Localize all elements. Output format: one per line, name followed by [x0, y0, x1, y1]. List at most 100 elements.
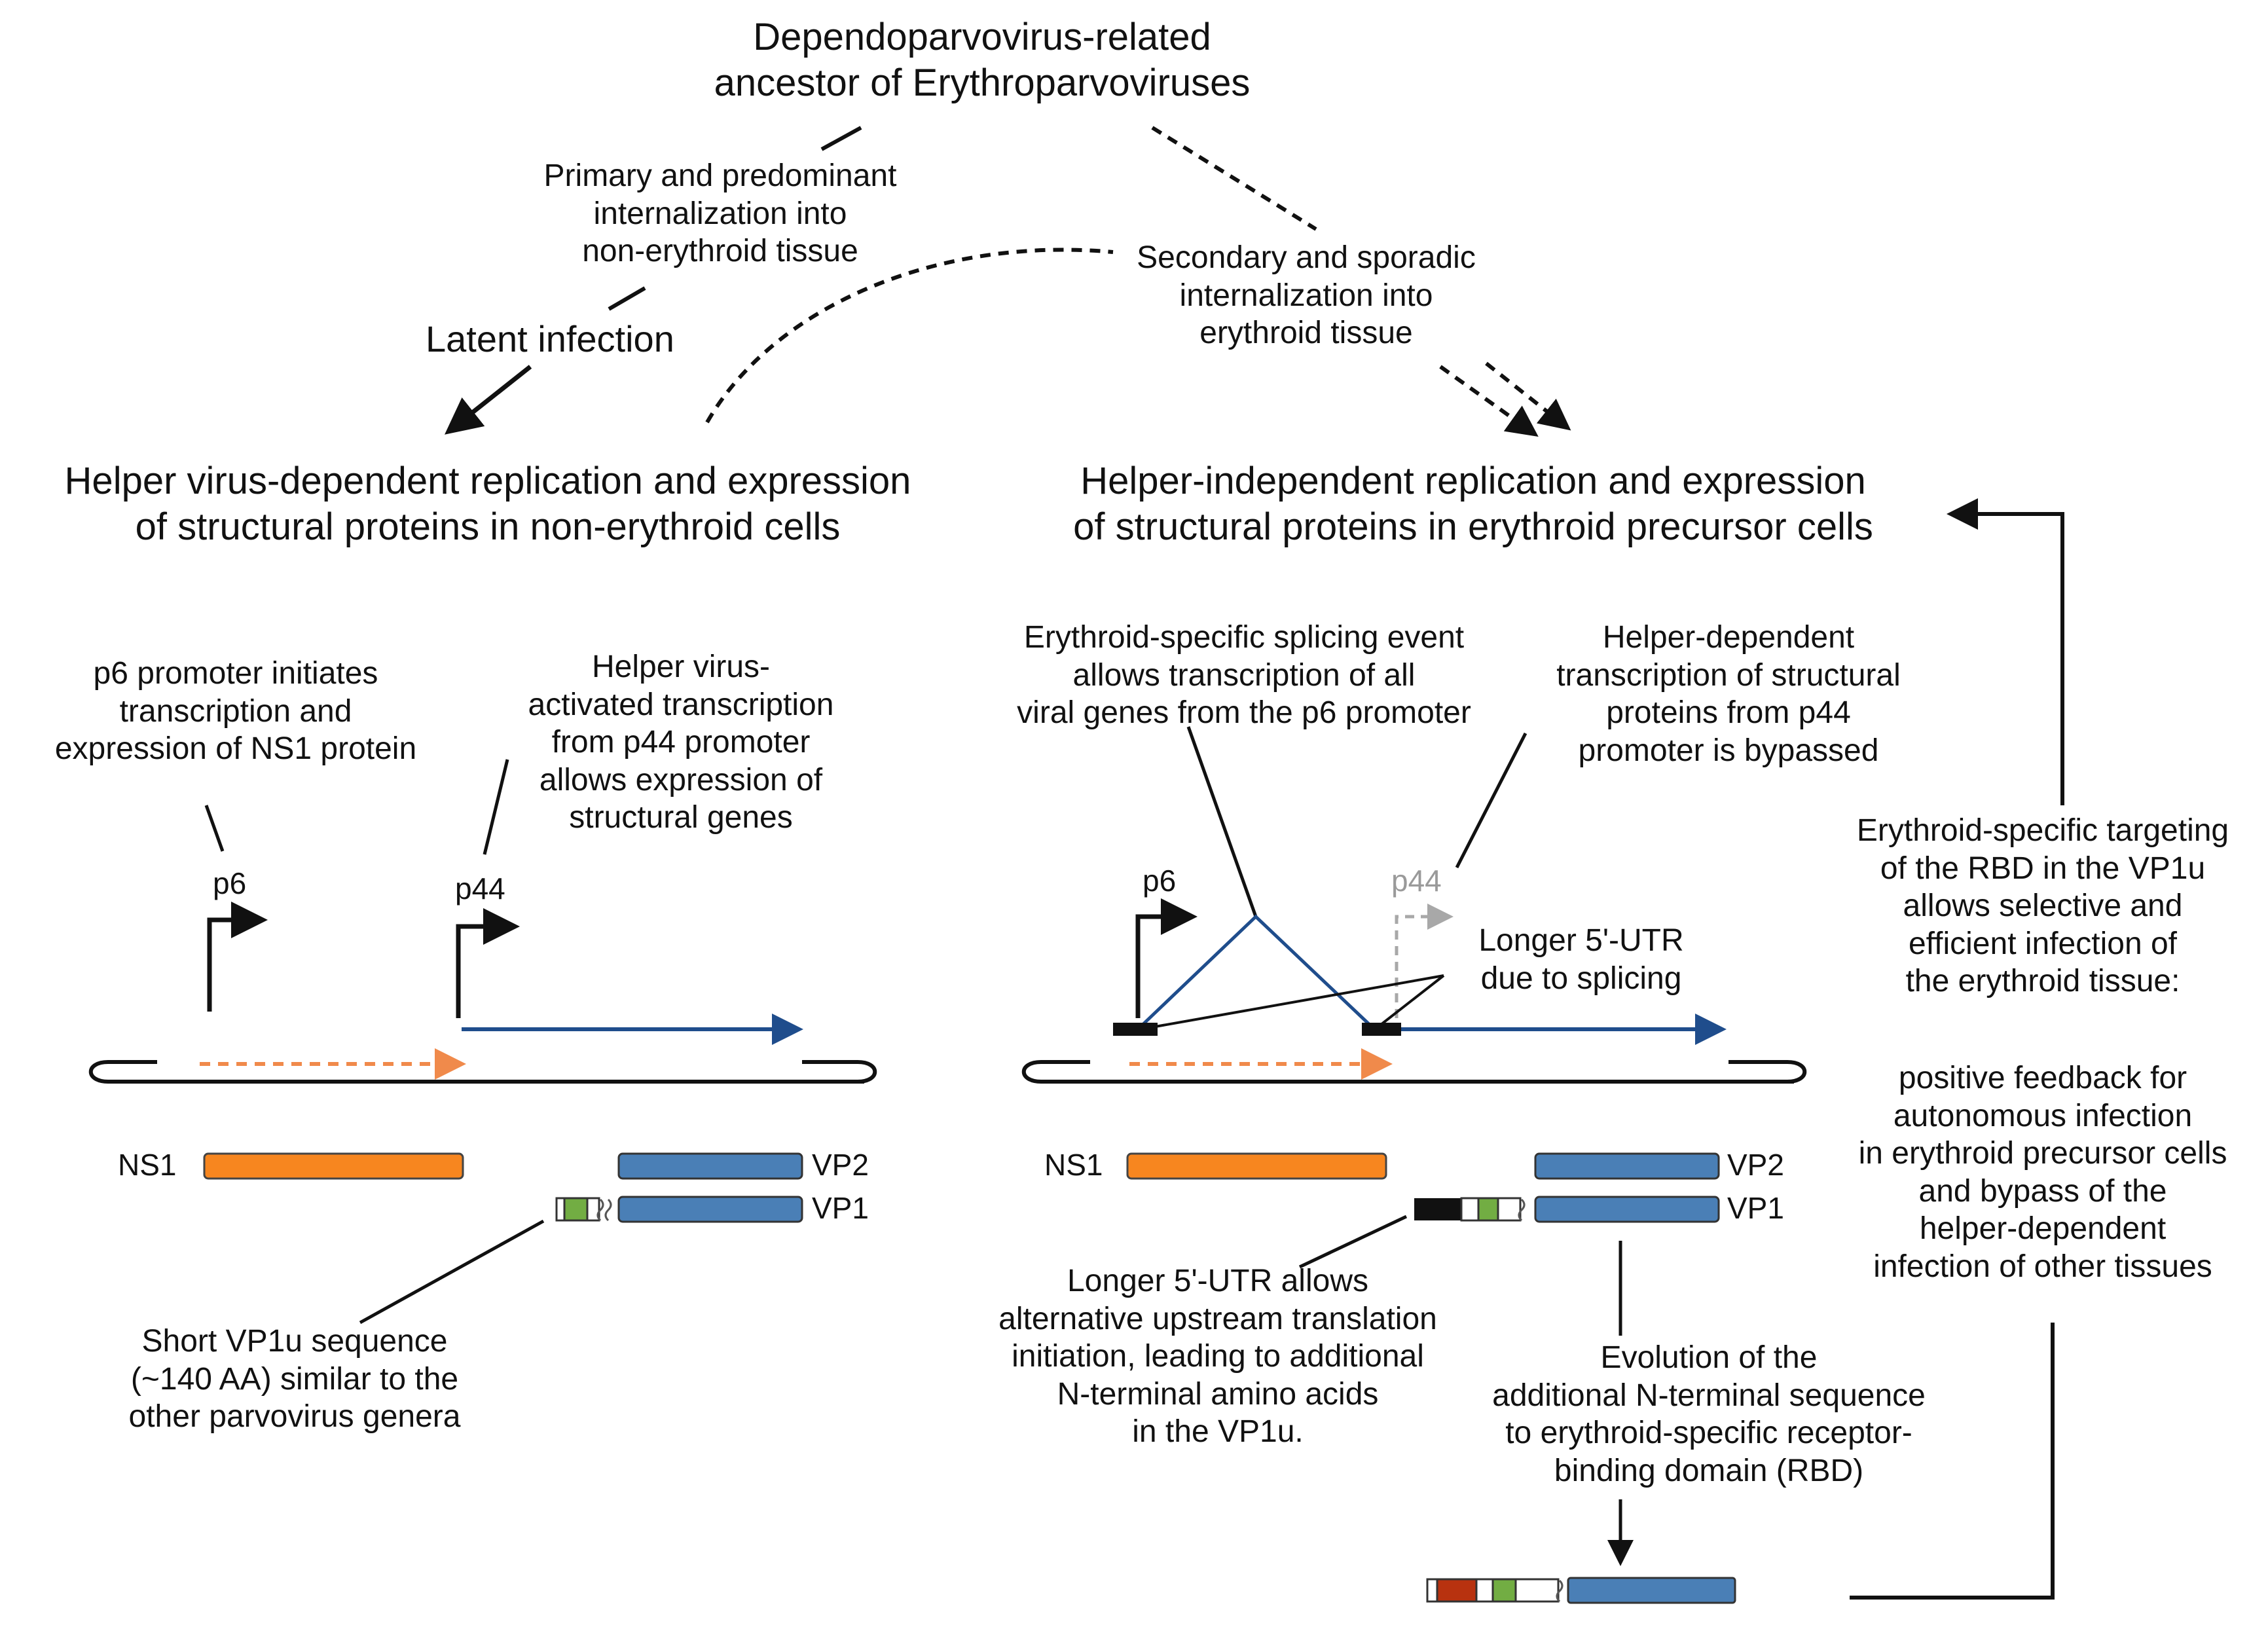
- right-translation-note-line-2: alternative upstream translation: [998, 1301, 1437, 1336]
- primary-path-line-lower: [608, 286, 646, 311]
- right-utr-note: Longer 5'-UTR due to splicing: [1450, 922, 1712, 997]
- secondary-path-dashed-line: [1151, 126, 1317, 231]
- right-vp1u-segment: [1414, 1197, 1526, 1222]
- right-vp1-label: VP1: [1727, 1191, 1784, 1225]
- right-utr-pointer-2: [1374, 974, 1445, 1031]
- primary-path-line-1: Primary and predominant: [543, 158, 897, 193]
- left-p6-note-line-3: expression of NS1 protein: [54, 731, 417, 767]
- right-bypass-note-line-4: promoter is bypassed: [1578, 733, 1879, 768]
- side-feedback-note: positive feedback for autonomous infecti…: [1820, 1059, 2265, 1286]
- left-vp1u-segment: [555, 1197, 612, 1222]
- left-ns1-bar: [203, 1152, 464, 1180]
- right-splicing-note-line-3: viral genes from the p6 promoter: [1017, 695, 1471, 731]
- right-p6-promoter-arrow: [1135, 898, 1198, 1018]
- feedback-loop-lower-line: [1850, 1323, 2055, 1600]
- right-evolution-note: Evolution of the additional N-terminal s…: [1440, 1339, 1977, 1490]
- side-targeting-note-line-2: of the RBD in the VP1u: [1880, 851, 2206, 886]
- right-bypass-note: Helper-dependent transcription of struct…: [1526, 619, 1931, 769]
- right-utr-note-line-2: due to splicing: [1480, 961, 1682, 996]
- feedback-loop-upper-line: [1947, 498, 2064, 805]
- side-feedback-note-line-5: helper-dependent: [1919, 1211, 2167, 1247]
- left-p44-note-line-2: activated transcription: [528, 687, 834, 722]
- side-feedback-note-line-2: autonomous infection: [1893, 1098, 2193, 1133]
- secondary-arrow-2: [1485, 361, 1571, 431]
- secondary-path-line-2: internalization into: [1179, 278, 1433, 313]
- left-vp1u-note-line-3: other parvovirus genera: [128, 1399, 461, 1435]
- right-evolution-note-line-2: additional N-terminal sequence: [1492, 1378, 1926, 1413]
- left-vp1u-note-line-1: Short VP1u sequence: [141, 1324, 448, 1359]
- right-p44-promoter-arrow: [1395, 904, 1454, 1018]
- left-vp2-bar: [617, 1152, 803, 1180]
- left-vp1u-note-line-2: (~140 AA) similar to the: [130, 1361, 459, 1397]
- right-splicing-note-line-2: allows transcription of all: [1072, 657, 1416, 693]
- left-p44-promoter-arrow: [456, 908, 520, 1018]
- right-bypass-note-line-3: proteins from p44: [1606, 695, 1851, 731]
- left-p44-note-line-5: structural genes: [569, 800, 793, 835]
- side-targeting-note-line-4: efficient infection of: [1908, 926, 2178, 961]
- left-p44-note-pointer: [483, 759, 509, 855]
- secondary-path-note: Secondary and sporadic internalization i…: [1061, 239, 1552, 352]
- left-heading: Helper virus-dependent replication and e…: [13, 458, 962, 549]
- side-feedback-note-line-3: in erythroid precursor cells: [1858, 1136, 2227, 1171]
- right-evolution-note-line-3: to erythroid-specific receptor-: [1505, 1416, 1912, 1451]
- right-vp2-bar: [1534, 1152, 1720, 1180]
- right-vp1-bar: [1534, 1196, 1720, 1223]
- left-vp2-label: VP2: [812, 1148, 869, 1182]
- right-splice-junction: [1139, 914, 1373, 1028]
- right-ns1-bar: [1126, 1152, 1387, 1180]
- right-ns1-label: NS1: [1044, 1148, 1103, 1182]
- left-vp1u-note: Short VP1u sequence (~140 AA) similar to…: [79, 1323, 511, 1436]
- left-p6-note-line-1: p6 promoter initiates: [93, 656, 378, 691]
- right-splicing-note-line-1: Erythroid-specific splicing event: [1023, 620, 1465, 655]
- side-feedback-note-line-1: positive feedback for: [1898, 1061, 2187, 1095]
- right-genome-hairpin-left: [1021, 1060, 1794, 1084]
- evolved-vp1-rbd: [1426, 1577, 1736, 1604]
- latent-infection-arrow: [445, 365, 532, 435]
- left-p44-note-line-4: allows expression of: [539, 762, 823, 797]
- left-p6-note-pointer: [204, 805, 225, 852]
- right-translation-note-pointer: [1298, 1215, 1408, 1269]
- right-evolution-note-line-1: Evolution of the: [1600, 1340, 1818, 1375]
- side-targeting-note-line-1: Erythroid-specific targeting: [1856, 813, 2229, 848]
- left-p6-promoter-arrow: [207, 902, 268, 1012]
- feedback-dashed-arc: [705, 247, 1114, 424]
- left-p44-label: p44: [455, 871, 505, 906]
- primary-path-note: Primary and predominant internalization …: [485, 157, 956, 270]
- right-utr-pointer-1: [1140, 974, 1444, 1031]
- secondary-path-line-3: erythroid tissue: [1199, 316, 1413, 351]
- top-title-line-2: ancestor of Erythroparvoviruses: [714, 61, 1251, 104]
- right-utr-note-line-1: Longer 5'-UTR: [1478, 923, 1684, 958]
- side-targeting-note-line-5: the erythroid tissue:: [1905, 964, 2180, 999]
- right-p6-label: p6: [1143, 864, 1177, 898]
- left-ns1-label: NS1: [118, 1148, 177, 1182]
- left-vp1-bar: [617, 1196, 803, 1223]
- primary-path-line-3: non-erythroid tissue: [582, 234, 858, 269]
- left-p44-note-line-3: from p44 promoter: [551, 725, 811, 760]
- top-title: Dependoparvovirus-related ancestor of Er…: [655, 14, 1309, 105]
- right-bypass-note-line-1: Helper-dependent: [1602, 620, 1855, 655]
- primary-path-line-upper: [820, 126, 862, 151]
- primary-path-line-2: internalization into: [593, 196, 847, 231]
- side-feedback-note-line-4: and bypass of the: [1918, 1173, 2167, 1209]
- right-translation-note-line-1: Longer 5'-UTR allows: [1067, 1264, 1368, 1298]
- left-p6-label: p6: [213, 866, 247, 900]
- side-targeting-note: Erythroid-specific targeting of the RBD …: [1820, 812, 2265, 1000]
- right-bypass-note-pointer: [1455, 732, 1527, 869]
- left-vp1-label: VP1: [812, 1191, 869, 1225]
- right-translation-note-line-5: in the VP1u.: [1132, 1414, 1304, 1450]
- right-translation-note: Longer 5'-UTR allows alternative upstrea…: [962, 1262, 1473, 1451]
- right-bypass-note-line-2: transcription of structural: [1556, 657, 1901, 693]
- left-vp1u-note-pointer: [359, 1219, 545, 1325]
- left-genome-hairpin-left: [88, 1060, 864, 1084]
- right-translation-note-line-3: initiation, leading to additional: [1012, 1339, 1424, 1374]
- left-p6-note: p6 promoter initiates transcription and …: [13, 655, 458, 768]
- right-splicing-note-pointer: [1186, 726, 1258, 917]
- left-heading-line-1: Helper virus-dependent replication and e…: [64, 460, 911, 502]
- side-feedback-note-line-6: infection of other tissues: [1873, 1249, 2212, 1284]
- right-heading-line-2: of structural proteins in erythroid prec…: [1073, 505, 1873, 548]
- right-vp2-label: VP2: [1727, 1148, 1784, 1182]
- right-translation-note-line-4: N-terminal amino acids: [1057, 1376, 1379, 1412]
- right-p44-label: p44: [1391, 864, 1442, 898]
- left-genome-hairpin-right: [802, 1060, 877, 1084]
